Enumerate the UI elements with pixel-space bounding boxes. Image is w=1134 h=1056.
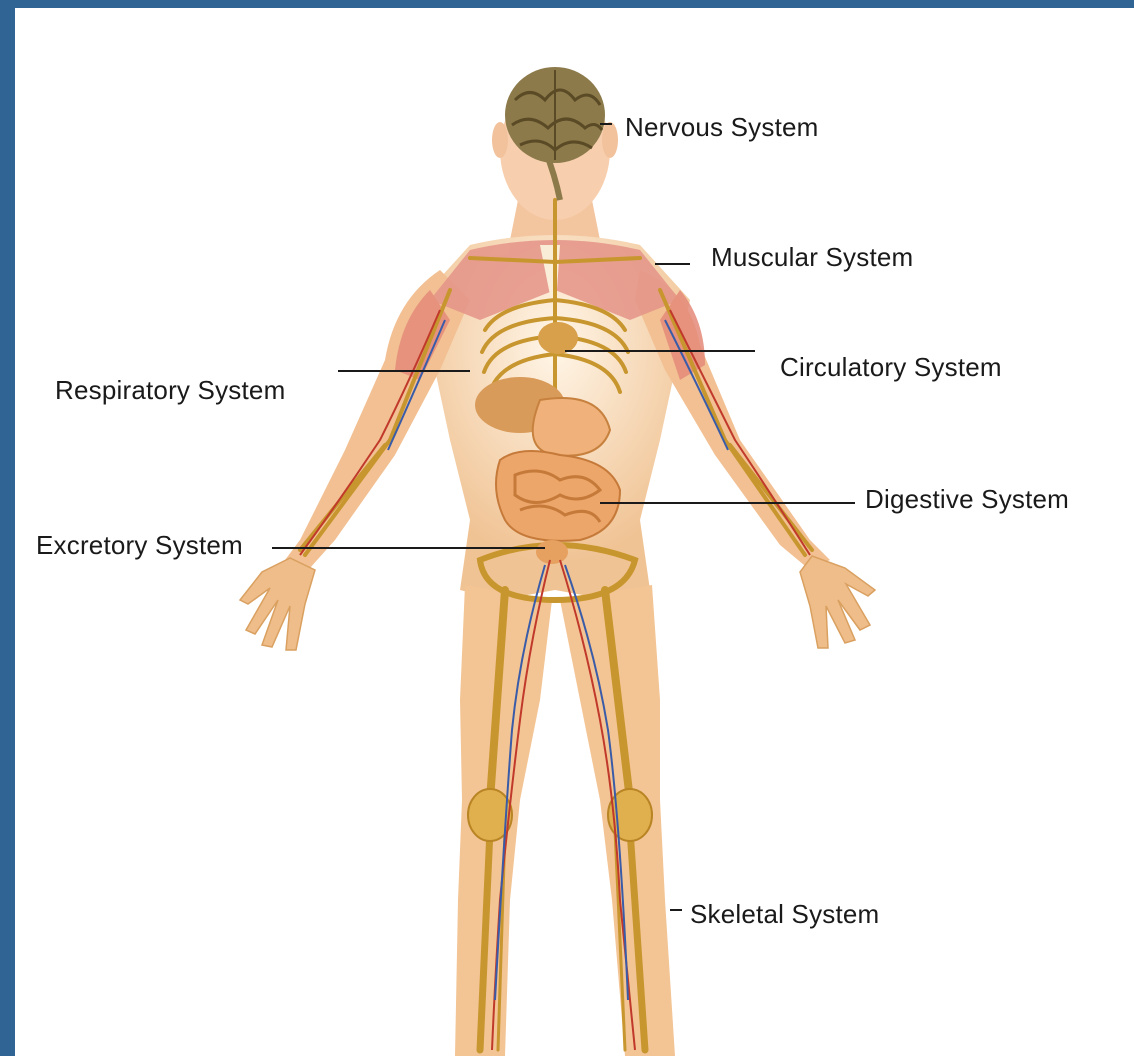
- label-muscular-system: Muscular System: [711, 242, 913, 273]
- label-excretory-system: Excretory System: [36, 530, 243, 561]
- label-circulatory-system: Circulatory System: [780, 352, 1002, 383]
- label-nervous-system: Nervous System: [625, 112, 819, 143]
- label-digestive-system: Digestive System: [865, 484, 1069, 515]
- diagram-panel: Nervous System Muscular System Circulato…: [15, 8, 1134, 1056]
- label-skeletal-system: Skeletal System: [690, 899, 879, 930]
- label-respiratory-system: Respiratory System: [55, 375, 285, 406]
- knee-joints: [468, 789, 652, 841]
